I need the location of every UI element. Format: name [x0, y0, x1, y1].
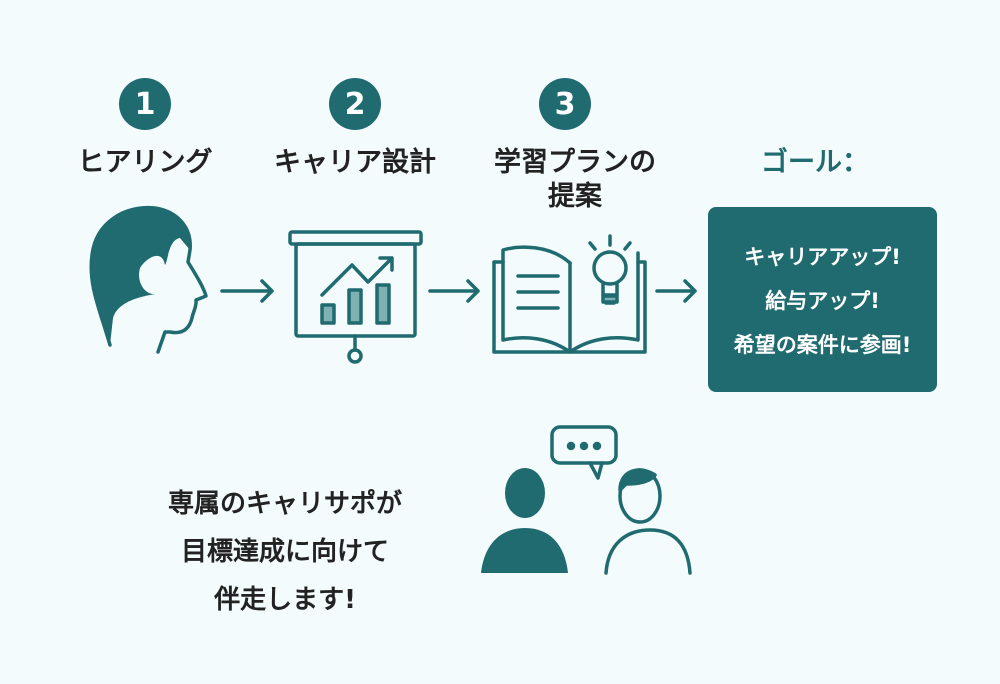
step-1-badge: 1 — [119, 78, 171, 130]
support-message: 専属のキャリサポが 目標達成に向けて 伴走します! — [168, 480, 402, 624]
goal-item: キャリアアップ! — [744, 244, 901, 269]
goal-item: 給与アップ! — [765, 288, 880, 313]
arrow-right-icon — [655, 279, 697, 303]
step-3-badge: 3 — [539, 78, 591, 130]
goal-label: ゴール： — [761, 147, 869, 178]
step-1-label: ヒアリング — [77, 147, 213, 178]
step-3-label: 学習プランの 提案 — [494, 146, 656, 214]
arrow-right-icon — [428, 279, 480, 303]
goal-box: キャリアアップ! 給与アップ! 希望の案件に参画! — [708, 207, 937, 392]
two-people-talking-icon — [481, 425, 692, 575]
step-2-badge: 2 — [329, 78, 381, 130]
support-line: 専属のキャリサポが — [167, 489, 403, 519]
goal-item: 希望の案件に参画! — [733, 332, 912, 357]
book-lightbulb-icon — [492, 234, 647, 354]
presentation-chart-icon — [288, 230, 423, 364]
step-3-label-line1: 学習プランの — [494, 147, 656, 178]
step-2-label: キャリア設計 — [274, 147, 436, 178]
support-line: 伴走します! — [214, 585, 356, 615]
head-profile-icon — [89, 205, 208, 354]
step-3-label-line2: 提案 — [548, 181, 602, 212]
support-line: 目標達成に向けて — [180, 537, 390, 567]
arrow-right-icon — [220, 279, 274, 303]
